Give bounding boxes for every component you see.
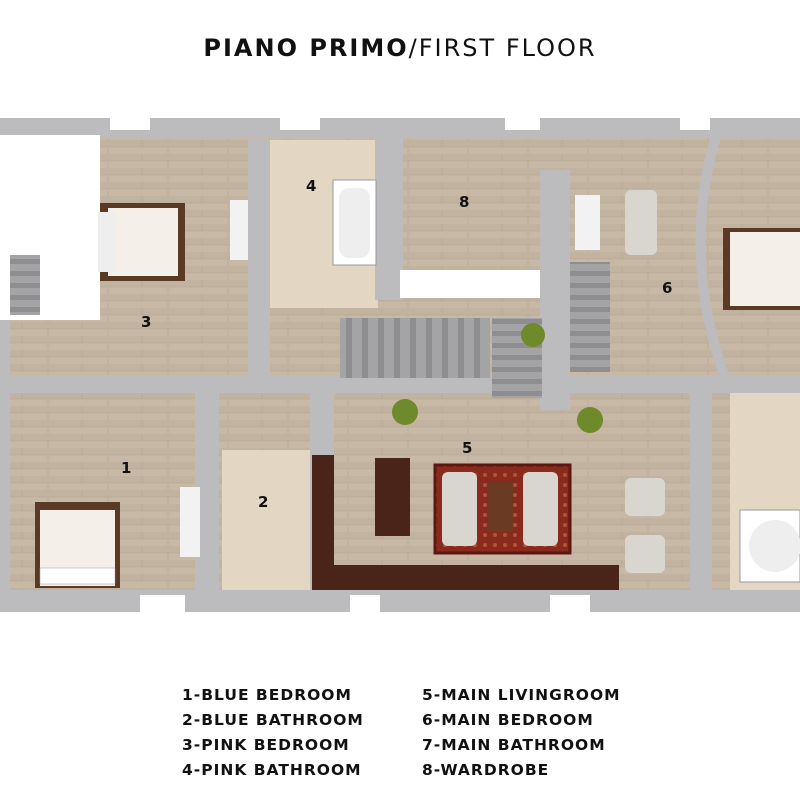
legend-item: 7-MAIN BATHROOM bbox=[422, 736, 606, 754]
legend-item: 8-WARDROBE bbox=[422, 761, 550, 779]
room-number-4: 4 bbox=[306, 177, 316, 195]
curved-wall bbox=[695, 128, 730, 380]
room-number-5: 5 bbox=[462, 439, 472, 457]
room-number-1: 1 bbox=[121, 459, 131, 477]
title-english: FIRST FLOOR bbox=[418, 34, 597, 62]
legend-item: 3-PINK BEDROOM bbox=[182, 736, 350, 754]
plants bbox=[392, 323, 603, 433]
living-room-furniture bbox=[312, 190, 665, 590]
desks bbox=[180, 200, 248, 557]
title-italian: PIANO PRIMO bbox=[203, 34, 409, 62]
legend-item: 1-BLUE BEDROOM bbox=[182, 686, 352, 704]
legend-left: 1-BLUE BEDROOM 2-BLUE BATHROOM 3-PINK BE… bbox=[182, 683, 364, 783]
legend-item: 2-BLUE BATHROOM bbox=[182, 711, 364, 729]
legend-right: 5-MAIN LIVINGROOM 6-MAIN BEDROOM 7-MAIN … bbox=[422, 683, 621, 783]
bed-room-1 bbox=[35, 502, 120, 588]
legend-item: 4-PINK BATHROOM bbox=[182, 761, 362, 779]
bathtub-room-4 bbox=[332, 179, 377, 266]
staircase bbox=[10, 255, 610, 398]
room-number-6: 6 bbox=[662, 279, 672, 297]
page-title: PIANO PRIMO/FIRST FLOOR bbox=[0, 34, 800, 62]
jacuzzi-room-7 bbox=[739, 509, 800, 583]
room-number-2: 2 bbox=[258, 493, 268, 511]
legend-item: 5-MAIN LIVINGROOM bbox=[422, 686, 621, 704]
room-number-8: 8 bbox=[459, 193, 469, 211]
walls bbox=[0, 118, 800, 612]
windows bbox=[110, 100, 710, 625]
bed-room-6 bbox=[723, 228, 800, 310]
floor-plan: 1 2 3 4 5 6 8 bbox=[0, 100, 800, 625]
legend-item: 6-MAIN BEDROOM bbox=[422, 711, 594, 729]
room-number-3: 3 bbox=[141, 313, 151, 331]
bed-room-3 bbox=[98, 203, 185, 281]
title-separator: / bbox=[408, 34, 419, 62]
